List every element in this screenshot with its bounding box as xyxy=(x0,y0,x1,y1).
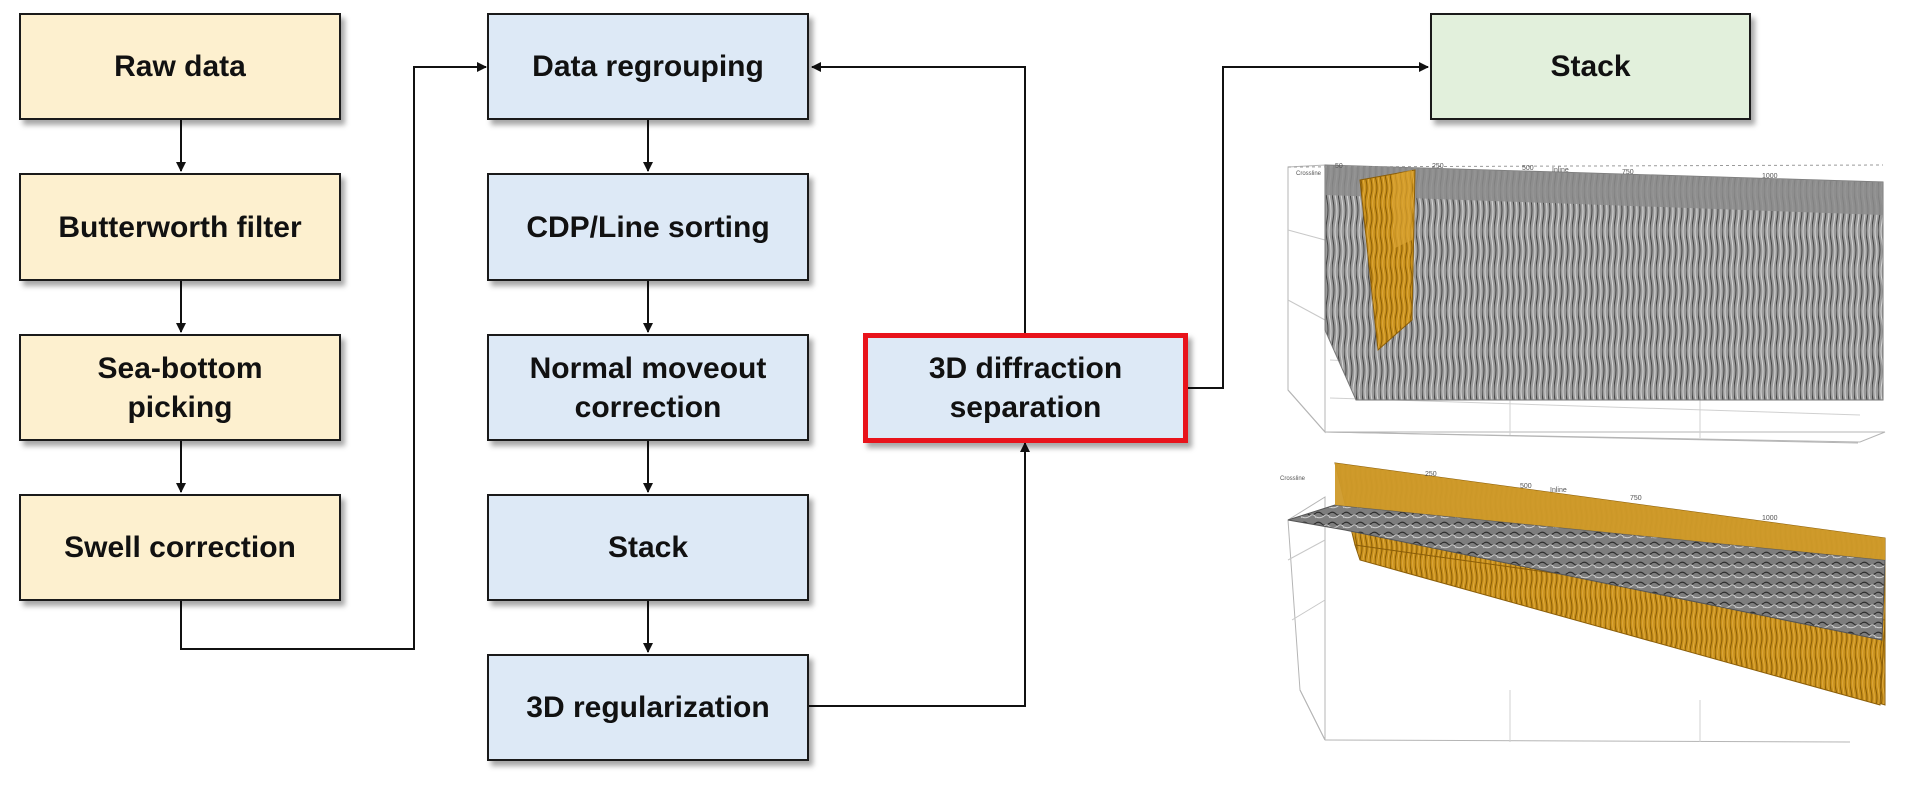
butterworth-filter-box: Butterworth filter xyxy=(19,173,341,281)
data-regrouping-label: Data regrouping xyxy=(532,50,764,83)
svg-text:250: 250 xyxy=(1425,471,1437,478)
arrow-swell-to-regrouping xyxy=(180,62,487,650)
stack-label: Stack xyxy=(607,531,689,564)
swell-correction-label: Swell correction xyxy=(64,531,296,564)
data-regrouping-box: Data regrouping xyxy=(487,13,809,120)
svg-text:Crossline: Crossline xyxy=(1280,476,1306,482)
3d-seismic-volume-diffraction-image: Crossline 250 500 Inline 750 1000 xyxy=(1280,462,1886,743)
raw-data-label: Raw data xyxy=(114,50,246,83)
svg-text:50: 50 xyxy=(1335,163,1343,170)
svg-text:Inline: Inline xyxy=(1552,167,1569,174)
3d-seismic-volume-stack-image: Crossline 50 250 500 Inline 750 1000 xyxy=(1287,163,1886,444)
normal-moveout-correction-label: Normal moveout correction xyxy=(529,351,767,424)
svg-text:500: 500 xyxy=(1522,165,1534,172)
swell-correction-box: Swell correction xyxy=(19,494,341,601)
raw-data-box: Raw data xyxy=(19,13,341,120)
svg-text:250: 250 xyxy=(1432,163,1444,170)
svg-text:Crossline: Crossline xyxy=(1296,171,1322,177)
3d-diffraction-separation-box: 3D diffraction separation xyxy=(863,333,1188,443)
stack-box: Stack xyxy=(487,494,809,601)
final-stack-label: Stack xyxy=(1550,50,1631,83)
svg-text:500: 500 xyxy=(1520,483,1532,490)
sea-bottom-picking-label: Sea-bottom picking xyxy=(97,351,263,424)
3d-diffraction-separation-label: 3D diffraction separation xyxy=(928,352,1123,424)
final-stack-box: Stack xyxy=(1430,13,1751,120)
arrow-diffraction-to-regrouping xyxy=(811,62,1026,334)
arrow-diffraction-to-stack xyxy=(1188,62,1429,389)
arrow-regularization-to-diffraction xyxy=(809,442,1030,707)
3d-regularization-label: 3D regularization xyxy=(526,691,770,724)
3d-regularization-box: 3D regularization xyxy=(487,654,809,761)
svg-text:Inline: Inline xyxy=(1550,487,1567,494)
normal-moveout-correction-box: Normal moveout correction xyxy=(487,334,809,441)
cdp-line-sorting-label: CDP/Line sorting xyxy=(526,210,770,244)
svg-text:1000: 1000 xyxy=(1762,173,1778,180)
svg-text:1000: 1000 xyxy=(1762,515,1778,522)
butterworth-filter-label: Butterworth filter xyxy=(58,210,302,244)
sea-bottom-picking-box: Sea-bottom picking xyxy=(19,334,341,441)
connectors xyxy=(176,62,1429,707)
svg-text:750: 750 xyxy=(1630,495,1642,502)
svg-text:750: 750 xyxy=(1622,169,1634,176)
cdp-line-sorting-box: CDP/Line sorting xyxy=(487,173,809,281)
